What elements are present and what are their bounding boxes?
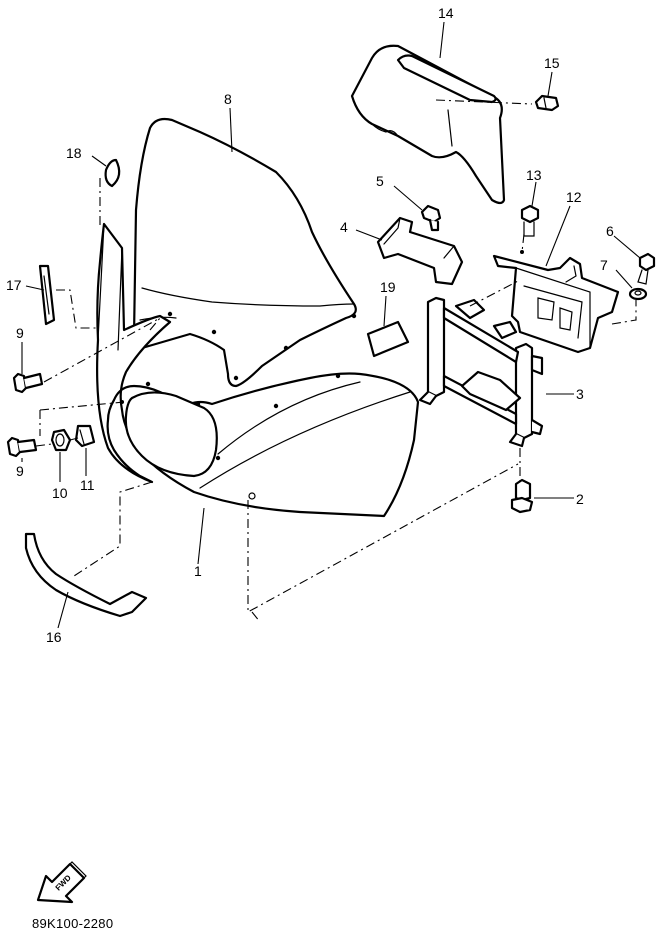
callout-7: 7 bbox=[600, 257, 608, 273]
part-11-collar bbox=[74, 424, 96, 448]
callout-9-lower: 9 bbox=[16, 463, 24, 479]
part-2-bolt bbox=[510, 478, 534, 514]
part-16-trim bbox=[24, 532, 148, 618]
part-1-cowling bbox=[96, 222, 420, 518]
callout-19: 19 bbox=[380, 279, 396, 295]
callout-6: 6 bbox=[606, 223, 614, 239]
callout-2: 2 bbox=[576, 491, 584, 507]
leader-lines bbox=[21, 21, 641, 629]
assembly-lines bbox=[35, 99, 637, 623]
callout-11: 11 bbox=[80, 477, 95, 493]
part-9-bolt-lower bbox=[6, 436, 38, 458]
part-17-reflector bbox=[38, 264, 56, 326]
callout-18: 18 bbox=[66, 145, 82, 161]
callout-12: 12 bbox=[566, 189, 582, 205]
callout-10: 10 bbox=[52, 485, 68, 501]
callout-13: 13 bbox=[526, 167, 542, 183]
part-5-screw bbox=[420, 204, 442, 232]
callout-4: 4 bbox=[340, 219, 348, 235]
part-4-bracket bbox=[376, 216, 464, 286]
callout-17: 17 bbox=[6, 277, 22, 293]
callout-3: 3 bbox=[576, 386, 584, 402]
part-12-stay-bracket bbox=[492, 250, 620, 354]
callout-5: 5 bbox=[376, 173, 384, 189]
diagram-code: 89K100-2280 bbox=[32, 916, 114, 931]
part-3-frame bbox=[418, 296, 544, 448]
callout-14: 14 bbox=[438, 5, 454, 21]
part-10-grommet bbox=[50, 428, 72, 452]
fwd-arrow-icon bbox=[36, 861, 87, 904]
part-15-screw bbox=[534, 94, 560, 112]
callout-8: 8 bbox=[224, 91, 232, 107]
part-7-washer bbox=[628, 287, 648, 301]
callout-15: 15 bbox=[544, 55, 560, 71]
part-13-bolt bbox=[520, 204, 540, 237]
part-14-headlight-cover bbox=[350, 44, 506, 205]
part-6-bolt bbox=[637, 252, 656, 285]
callout-16: 16 bbox=[46, 629, 62, 645]
part-9-bolt-upper bbox=[12, 372, 44, 394]
part-19-decal bbox=[366, 320, 410, 358]
callout-1: 1 bbox=[194, 563, 202, 579]
part-18-emblem bbox=[104, 158, 121, 188]
part-8-windscreen bbox=[132, 117, 357, 388]
callout-9-upper: 9 bbox=[16, 325, 24, 341]
